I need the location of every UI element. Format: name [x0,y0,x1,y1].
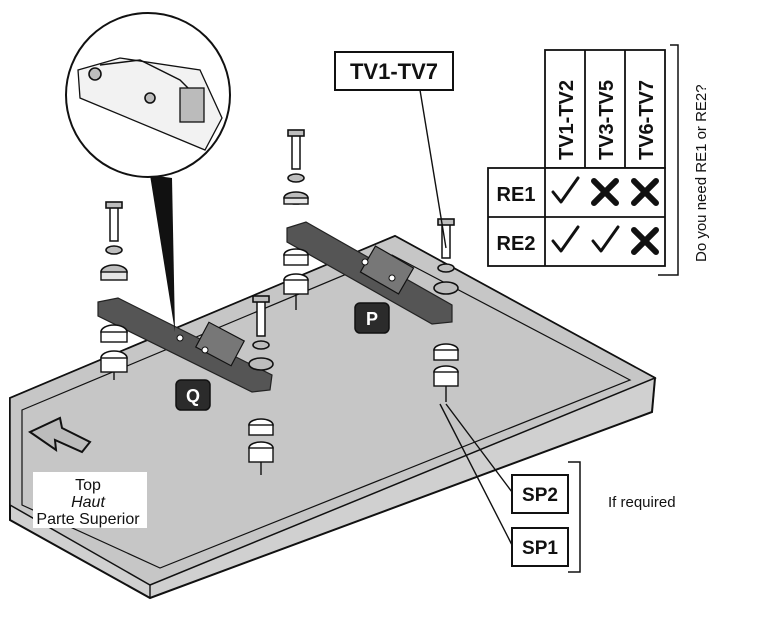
compatibility-table: TV1-TV2 TV3-TV5 TV6-TV7 RE1 RE2 [487,49,666,267]
spacer-labels: SP2 SP1 If required [439,403,676,573]
question-text: Do you need RE1 or RE2? [693,84,710,262]
row-label-re2: RE2 [497,233,536,255]
question-bracket: Do you need RE1 or RE2? [658,44,710,276]
cross-icon [591,178,619,206]
svg-text:TV1-TV7: TV1-TV7 [350,59,438,84]
top-label: Top Haut Parte Superior [33,472,147,528]
top-fr-text: Haut [71,494,105,511]
cross-icon [631,227,659,255]
badge-p: P [354,302,390,334]
direction-arrow-icon [27,416,92,454]
badge-q: Q [175,379,211,411]
screw-stack-center [283,129,309,310]
screw-stack-right [433,218,459,402]
bracket-q [97,297,273,393]
checkmark-icon [551,225,580,253]
top-es-text: Parte Superior [36,511,140,528]
bracket-p [286,221,453,325]
column-header-2: TV3-TV5 [596,80,618,160]
column-header-3: TV6-TV7 [636,80,658,160]
checkmark-icon [551,176,580,204]
spacer-2-box [511,474,569,514]
spacer-2-text: SP2 [522,485,558,506]
tv-range-label: TV1-TV7 [334,51,454,249]
svg-text:Q: Q [186,386,200,406]
cross-icon [631,178,659,206]
detail-magnifier [65,12,231,332]
spacer-1-box [511,527,569,567]
if-required-text: If required [608,494,676,511]
spacer-1-text: SP1 [522,538,558,559]
checkmark-icon [591,225,620,253]
svg-text:P: P [366,309,378,329]
screw-stack-left [100,201,128,380]
column-header-1: TV1-TV2 [556,80,578,160]
row-label-re1: RE1 [497,184,536,206]
screw-stack-center-left [248,295,274,475]
top-text: Top [75,477,101,494]
